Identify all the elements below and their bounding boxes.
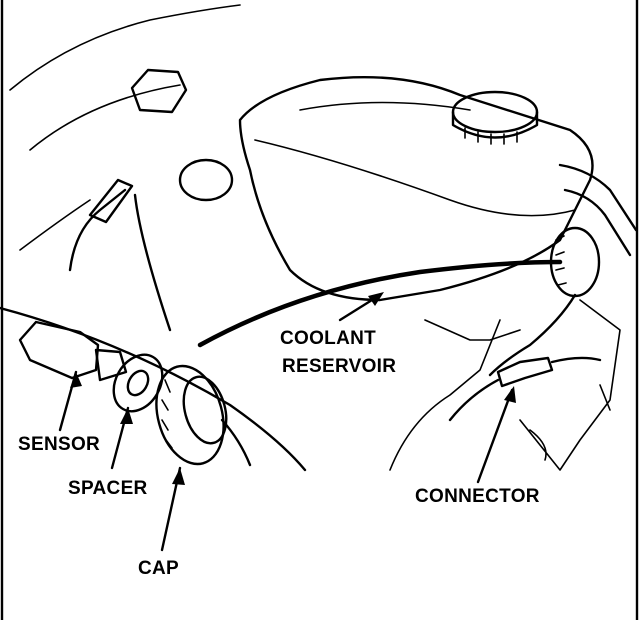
left-plug (88, 178, 134, 224)
label-reservoir: RESERVOIR (282, 356, 397, 377)
sensor-body (18, 320, 100, 380)
cap-shell (155, 364, 225, 466)
connector-body (496, 356, 554, 388)
leader-coolant-reservoir (338, 292, 384, 322)
reservoir-cap-top (451, 90, 539, 134)
engine-bay-clutter (389, 299, 621, 471)
leader-connector (476, 386, 516, 484)
label-spacer: SPACER (68, 478, 148, 499)
cap-rim (182, 375, 228, 445)
reservoir-cap-grip (464, 127, 518, 145)
label-connector: CONNECTOR (415, 486, 540, 507)
cap-wire (220, 418, 252, 467)
fender-arc (0, 306, 307, 472)
spacer-ring-inner (126, 369, 150, 397)
leader-spacer (110, 406, 133, 470)
fender-inner-lines (9, 4, 241, 251)
label-coolant: COOLANT (280, 328, 377, 349)
left-harness (68, 188, 172, 332)
label-cap: CAP (138, 558, 180, 579)
leader-sensor (58, 370, 82, 432)
leader-cap (160, 466, 185, 552)
right-wire-down (488, 293, 577, 377)
reservoir-ridges (254, 101, 576, 217)
cap-grip-ribs (161, 379, 173, 449)
top-left-block (130, 68, 188, 114)
reservoir-sight-glass (178, 158, 234, 202)
right-cap-grip (555, 235, 567, 286)
connector-wire (448, 356, 602, 422)
label-sensor: SENSOR (18, 434, 101, 455)
reservoir-cap-side (451, 110, 539, 139)
sensor-thread (94, 348, 128, 382)
main-wire (197, 259, 563, 348)
right-hose (558, 163, 638, 257)
reservoir-bracket (424, 319, 521, 341)
